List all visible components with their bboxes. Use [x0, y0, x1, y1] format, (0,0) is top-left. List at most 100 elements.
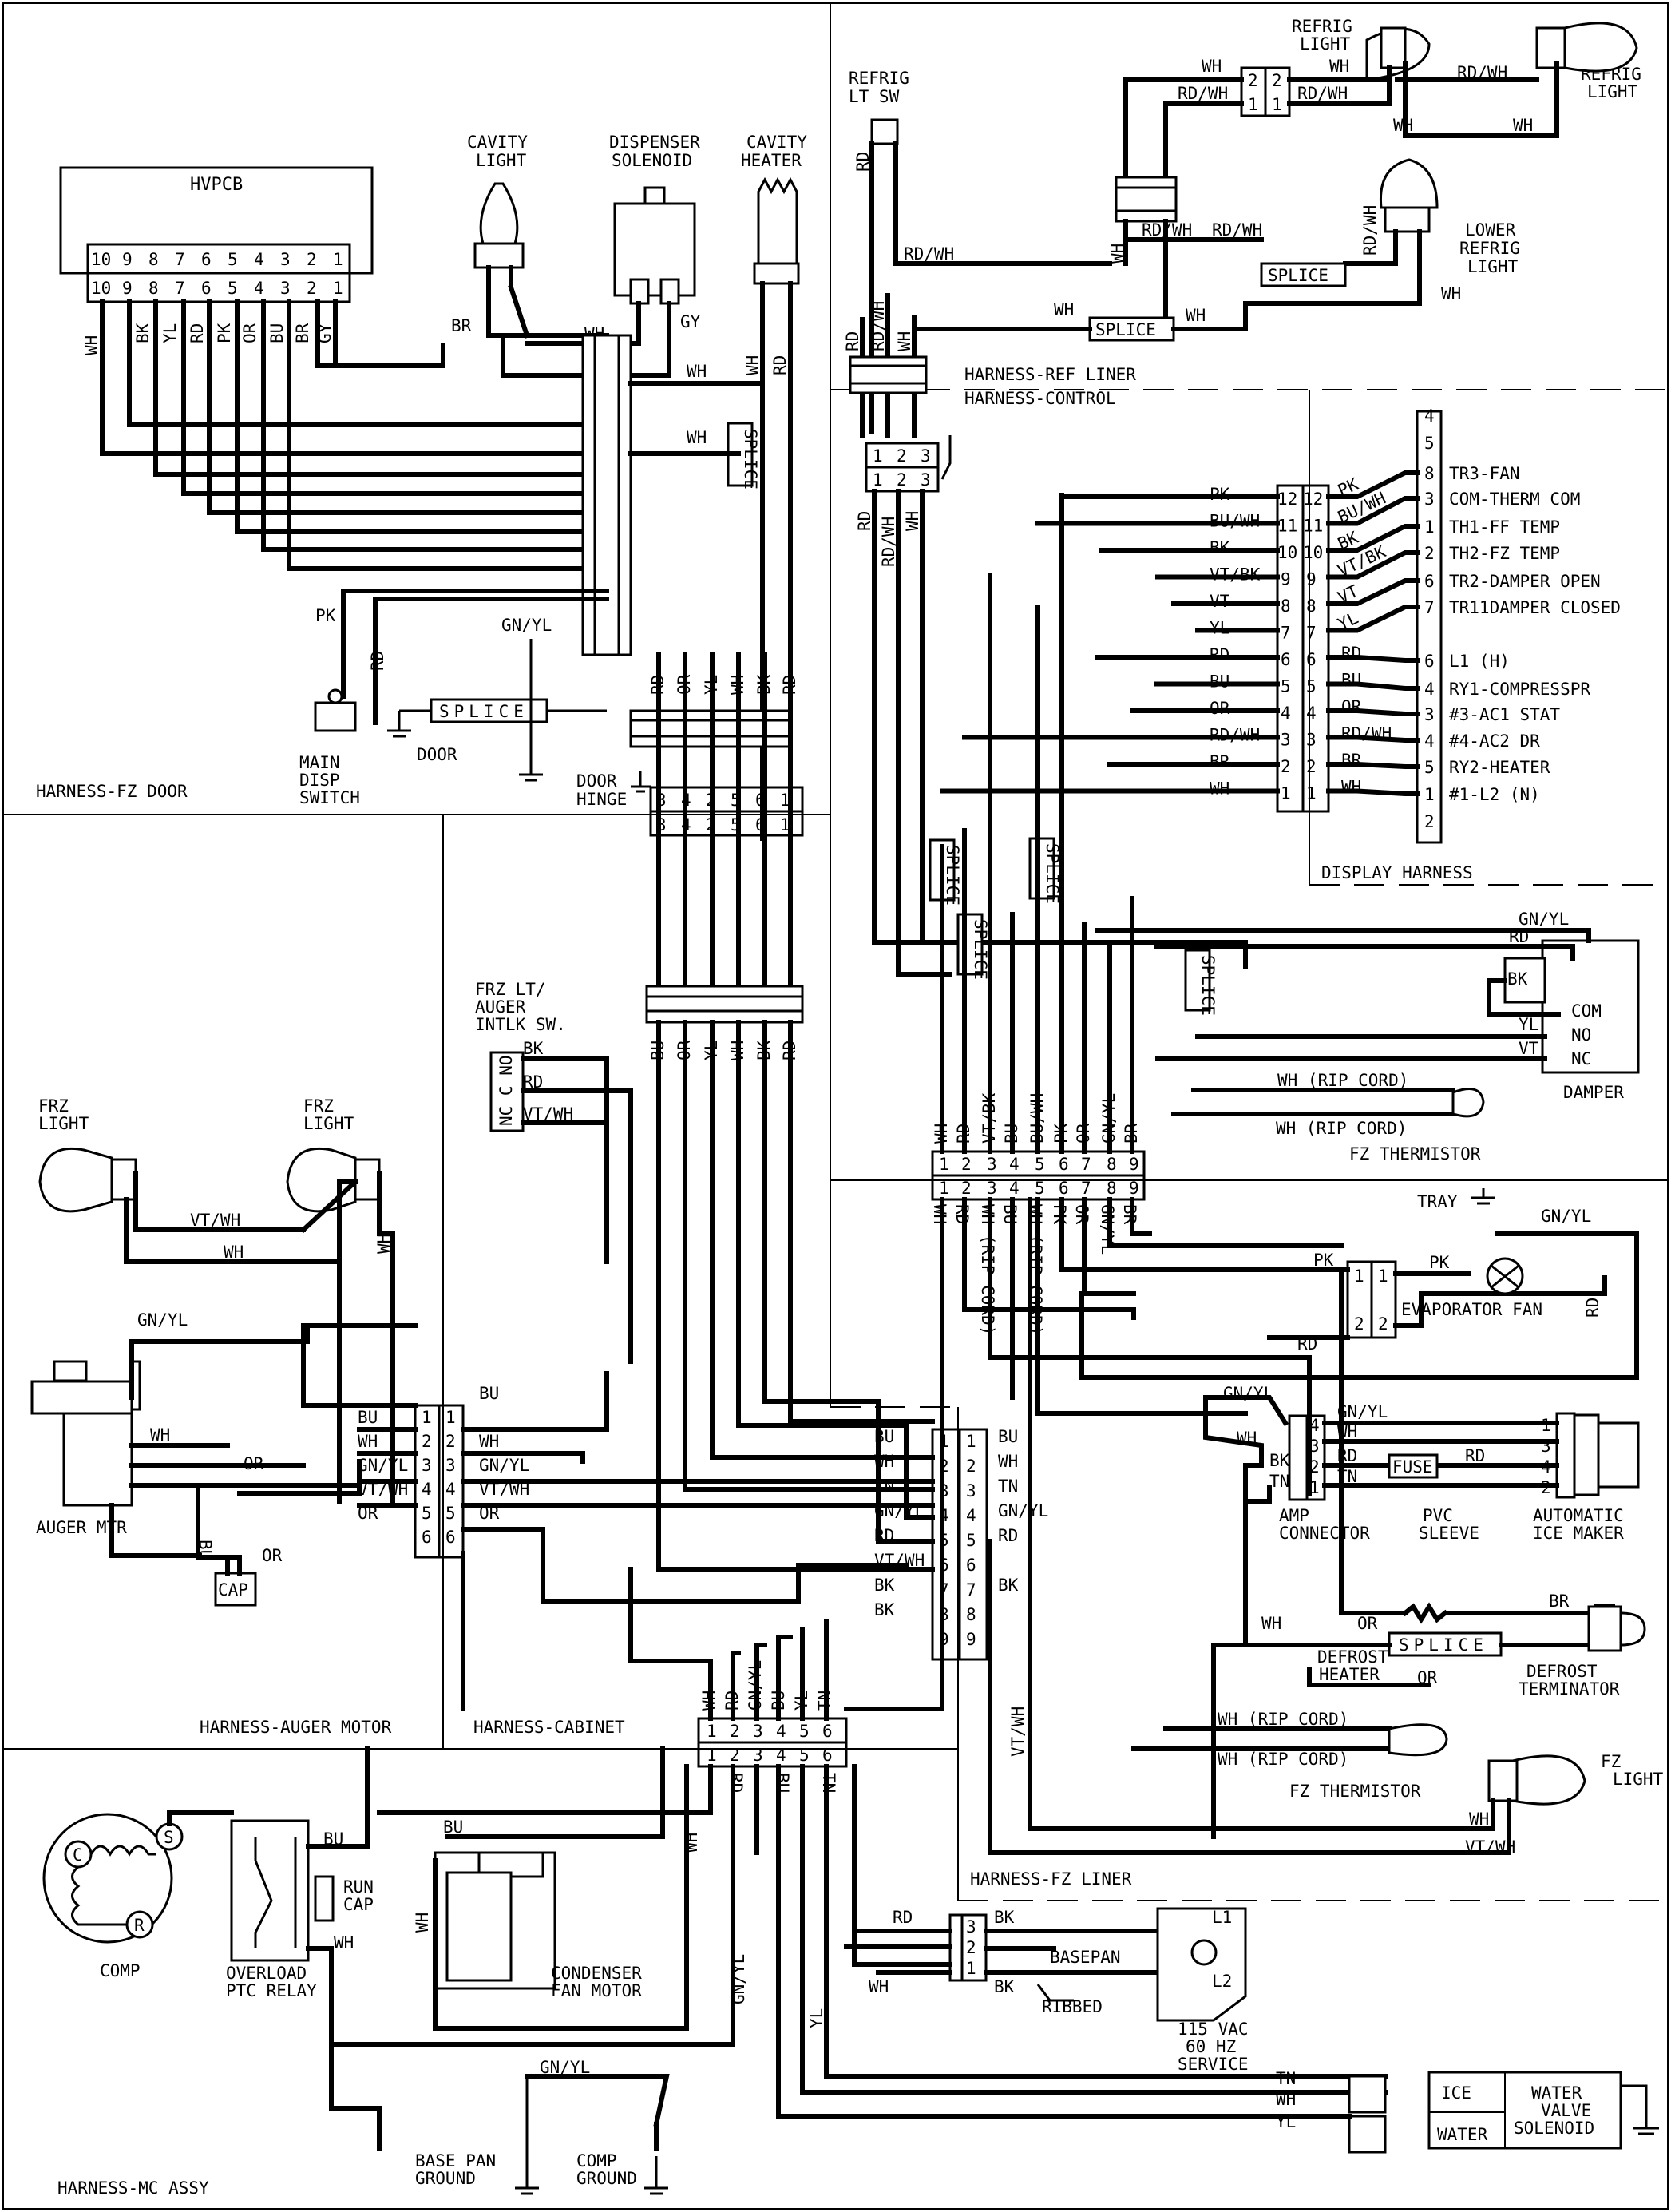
svg-text:FUSE: FUSE — [1392, 1457, 1433, 1477]
cab9-pin: 6 — [966, 1556, 976, 1575]
control-right-wire — [1326, 788, 1420, 796]
svg-text:RD/WH: RD/WH — [869, 301, 888, 351]
fz-light-lower: WH VT/WH FZ LIGHT VT/WH — [988, 1197, 1664, 1857]
svg-text:BASEPAN: BASEPAN — [1050, 1948, 1121, 1967]
svg-text:BK: BK — [994, 1977, 1015, 1996]
svg-text:FZ THERMISTOR: FZ THERMISTOR — [1289, 1782, 1421, 1801]
svg-text:RD/WH: RD/WH — [1178, 84, 1228, 103]
svg-text:CAVITY: CAVITY — [746, 133, 807, 152]
svg-text:WATER: WATER — [1531, 2083, 1582, 2103]
cab9-pin: 5 — [966, 1531, 976, 1550]
svg-text:OR: OR — [262, 1546, 283, 1565]
display-terminal-num: 5 — [1424, 758, 1435, 777]
bot6-top-label: GN/YL — [746, 1660, 765, 1711]
door-wire-label: BK — [754, 674, 774, 695]
display-terminal-num: 5 — [1424, 434, 1435, 453]
mc-assy-wiring: WH GN/YL YL — [333, 1764, 1388, 2119]
svg-text:PK: PK — [1429, 1253, 1450, 1272]
control-right-wire — [1326, 550, 1420, 580]
condenser-fan-motor: BU WH CONDENSER FAN MOTOR — [413, 1746, 689, 2031]
svg-text:LIGHT: LIGHT — [303, 1114, 354, 1133]
display-terminal-name: #1-L2 (N) — [1449, 785, 1540, 804]
fz9-pin: 2 — [961, 1155, 972, 1174]
auger-left-label: OR — [358, 1504, 378, 1523]
display-terminal-num: 8 — [1424, 464, 1435, 483]
control-right-wire — [1326, 762, 1420, 769]
auger-pin: 1 — [445, 1408, 456, 1427]
svg-text:GN/YL: GN/YL — [1337, 1402, 1388, 1421]
control-pin: 8 — [1306, 597, 1317, 616]
auger-pin: 4 — [445, 1480, 456, 1499]
svg-text:3: 3 — [921, 470, 931, 490]
svg-text:LT SW: LT SW — [849, 87, 900, 106]
svg-text:RD: RD — [188, 323, 207, 343]
svg-text:LOWER: LOWER — [1465, 220, 1516, 240]
svg-text:VT/WH: VT/WH — [1465, 1837, 1515, 1857]
hvpcb-pin-label: 5 — [228, 279, 238, 298]
svg-text:GN/YL: GN/YL — [137, 1310, 188, 1330]
cab9-pin: 7 — [966, 1580, 976, 1600]
svg-text:WH: WH — [1202, 57, 1222, 76]
svg-text:HEATER: HEATER — [741, 151, 802, 170]
svg-text:WATER: WATER — [1437, 2125, 1488, 2144]
overload-ptc-relay: OVERLOAD PTC RELAY RUN CAP BU WH — [167, 1746, 382, 2151]
svg-text:1: 1 — [1309, 1478, 1320, 1497]
door-ground: SPLICE DOOR GN/YL — [387, 616, 607, 782]
hvpcb-pin-label: 10 — [91, 250, 111, 269]
svg-text:1: 1 — [873, 446, 883, 466]
hvpcb-pin-label: 3 — [280, 279, 291, 298]
display-terminal-num: 6 — [1424, 652, 1435, 671]
splice-vertical-1: SPLICE — [727, 422, 760, 490]
svg-text:WH (RIP CORD): WH (RIP CORD) — [1277, 1071, 1408, 1090]
display-terminal-num: 4 — [1424, 680, 1435, 699]
svg-text:PK: PK — [215, 323, 234, 343]
control-pin: 8 — [1281, 597, 1291, 616]
svg-text:RD/WH: RD/WH — [1142, 220, 1192, 240]
amp-connector-icemaker: 4 3 2 1 GN/YL WH BK TN AMP CONNECTOR GN/… — [1203, 1384, 1640, 1647]
svg-text:MAIN: MAIN — [299, 753, 340, 772]
fz9-pin: 9 — [1129, 1155, 1139, 1174]
svg-text:REFRIG: REFRIG — [1292, 17, 1352, 36]
hvpcb-pin-label: 1 — [333, 279, 343, 298]
svg-text:CONDENSER: CONDENSER — [551, 1964, 642, 1983]
control-right-wire — [1326, 681, 1420, 691]
control-pin: 4 — [1281, 704, 1291, 723]
svg-text:2: 2 — [1541, 1478, 1551, 1497]
svg-text:2: 2 — [897, 470, 907, 490]
svg-text:SPLICE: SPLICE — [1268, 266, 1328, 285]
fz9-pin: 3 — [987, 1155, 997, 1174]
fz9-pin: 9 — [1129, 1179, 1139, 1198]
control-pin: 5 — [1306, 677, 1317, 696]
display-terminal-num: 4 — [1424, 731, 1435, 751]
display-terminal-name: TH2-FZ TEMP — [1449, 544, 1560, 563]
svg-text:BU: BU — [267, 323, 287, 343]
svg-text:SPLICE: SPLICE — [971, 919, 990, 980]
cab9-left-label: TN — [874, 1477, 894, 1496]
svg-text:C: C — [73, 1845, 83, 1865]
fz9-pin: 5 — [1035, 1155, 1045, 1174]
defrost: SPLICE WH OR OR BR DEFROST HEATER DEFROS… — [1211, 1267, 1646, 1839]
cab9-right-label: TN — [998, 1477, 1018, 1496]
cab9-pin: 1 — [966, 1432, 976, 1451]
svg-text:VALVE: VALVE — [1541, 2101, 1591, 2120]
cab9-pin: 3 — [966, 1481, 976, 1500]
display-terminal-name: RY1-COMPRESSPR — [1449, 680, 1590, 699]
bot6-pin: 1 — [707, 1746, 717, 1765]
label-harness-cabinet: HARNESS-CABINET — [473, 1718, 625, 1737]
cab9-left-label: BK — [874, 1576, 895, 1595]
label-harness-ref-liner: HARNESS-REF LINER — [964, 365, 1136, 384]
auger-pin: 6 — [422, 1528, 432, 1547]
svg-text:2: 2 — [966, 1938, 976, 1957]
auger-pin: 4 — [422, 1480, 432, 1499]
svg-text:WH (RIP CORD): WH (RIP CORD) — [1218, 1710, 1348, 1729]
fz9-pin: 5 — [1035, 1179, 1045, 1198]
svg-text:BU: BU — [323, 1829, 343, 1849]
fz9-pin: 1 — [939, 1179, 949, 1198]
water-valve: ICE WATER VALVE SOLENOID WATER TN WH YL — [796, 2069, 1659, 2154]
